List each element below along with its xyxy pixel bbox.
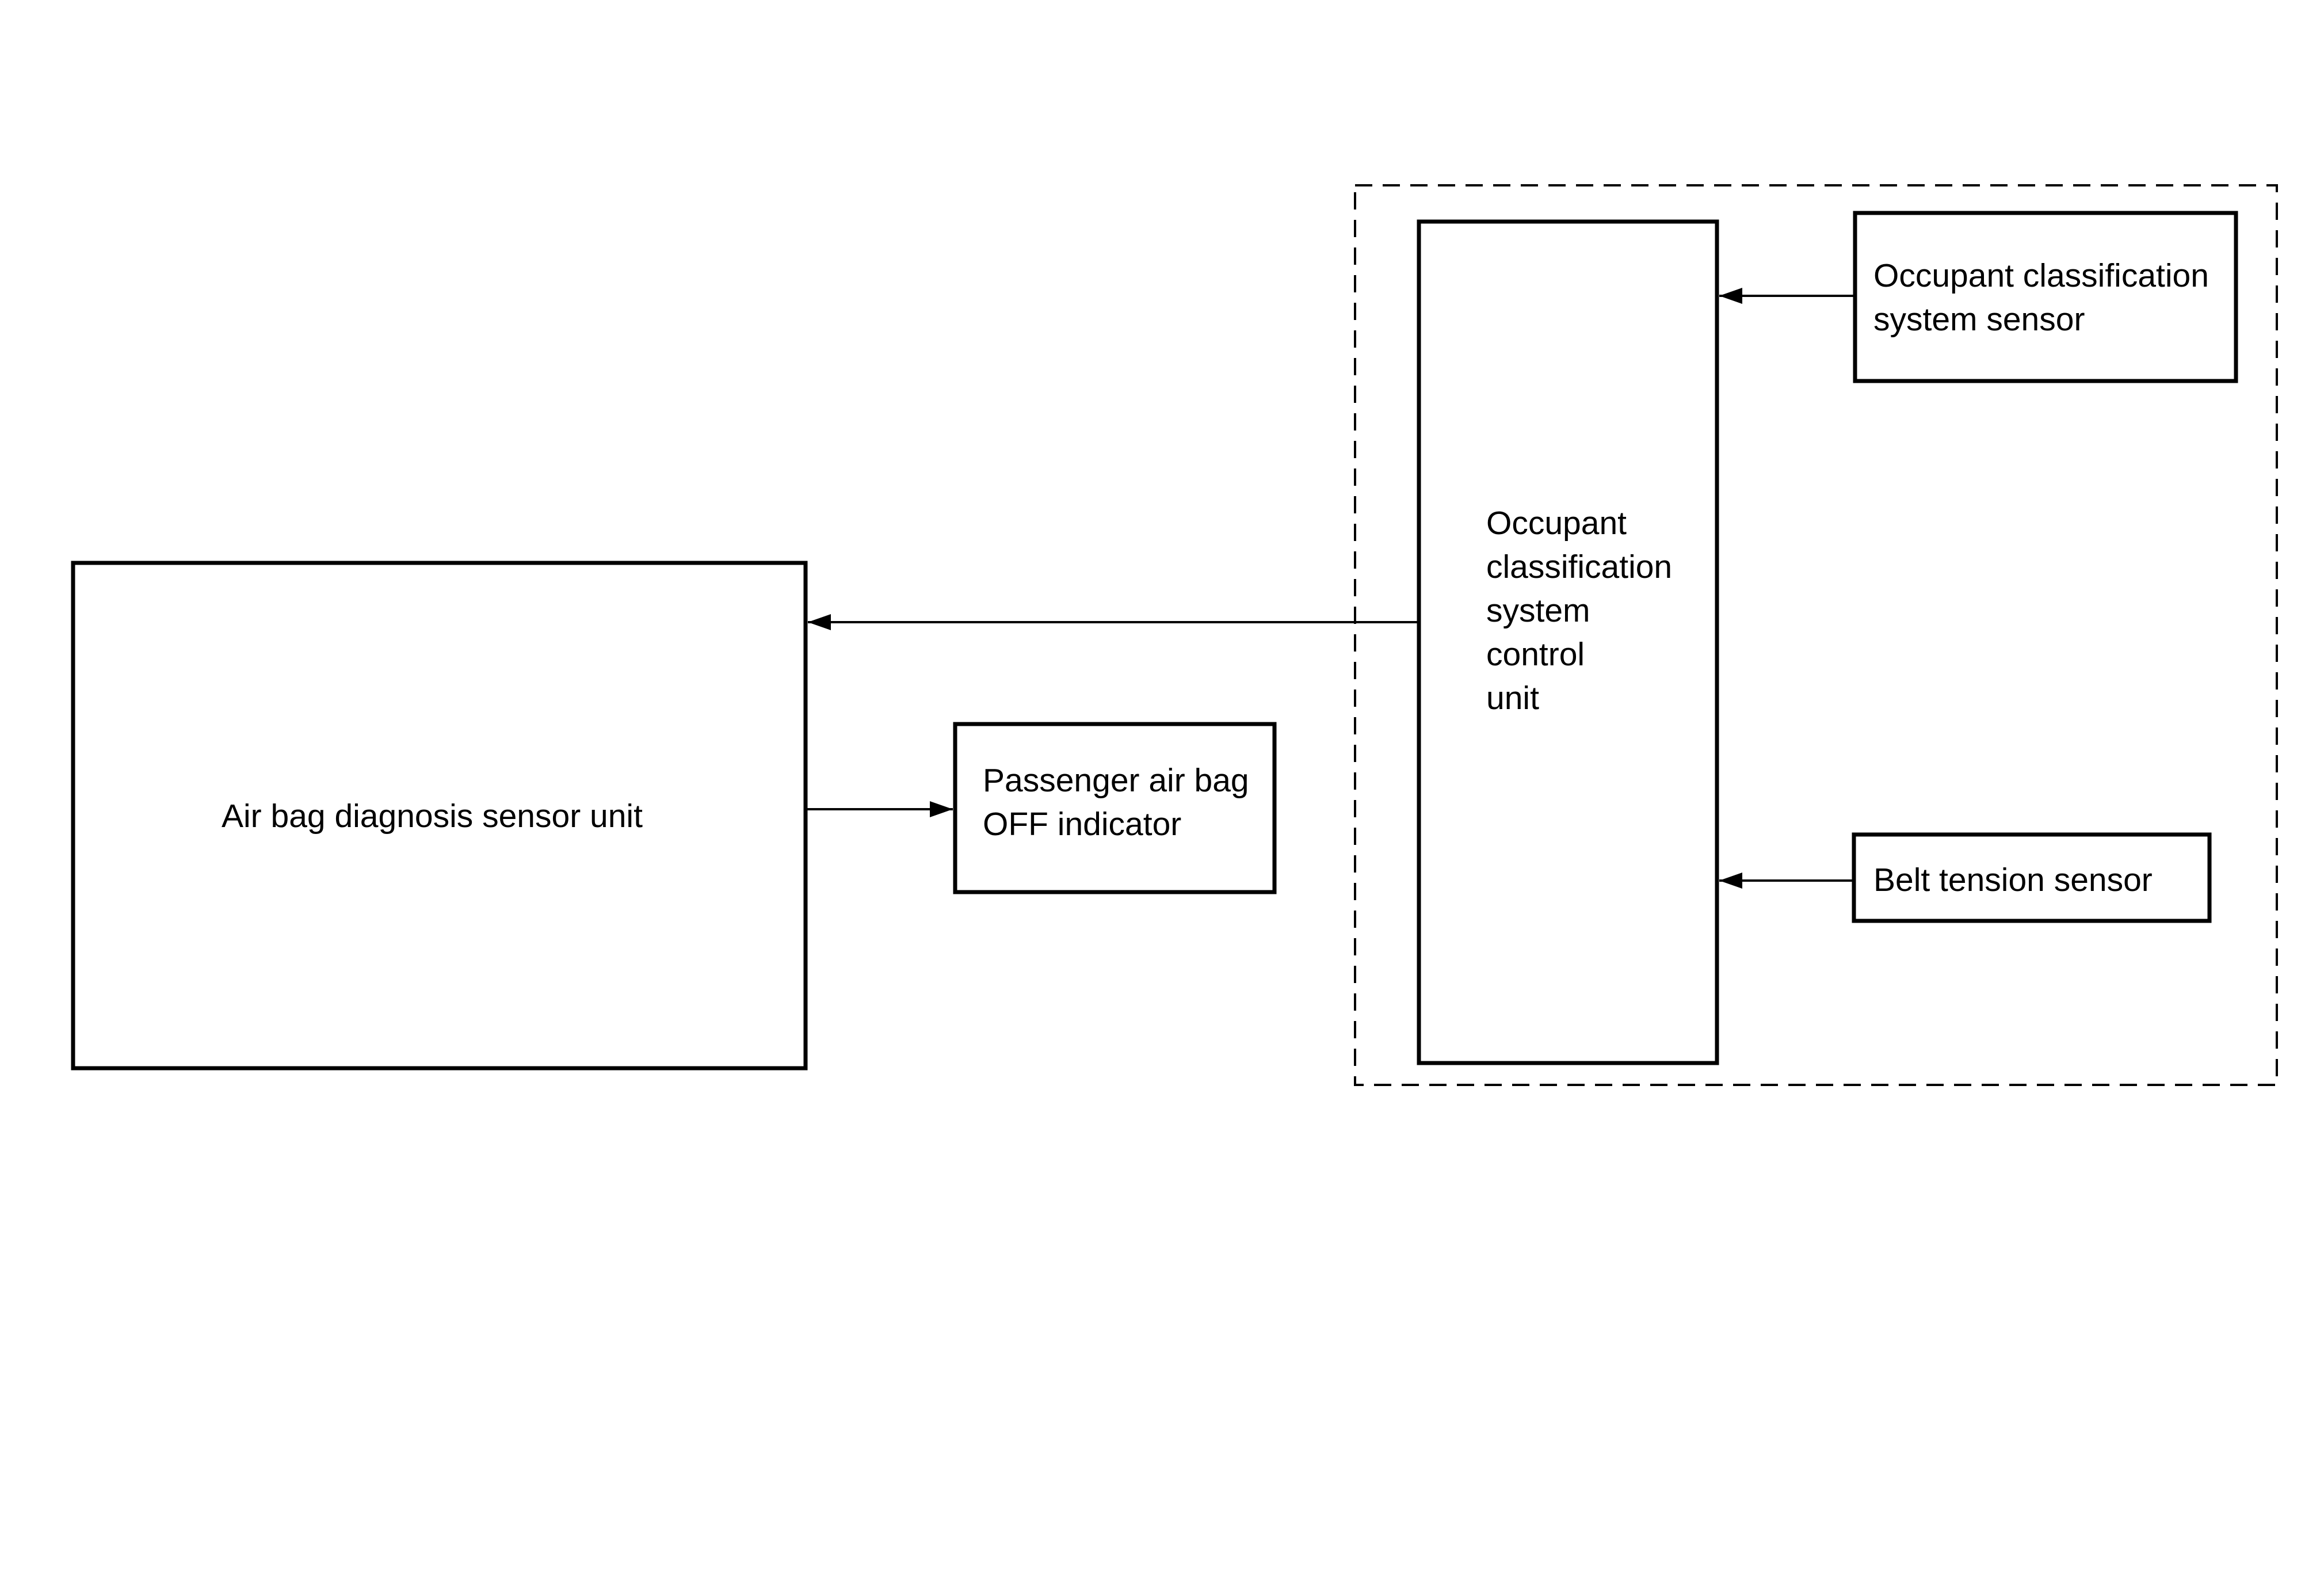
passenger-indicator-label-line-1: Passenger air bag	[983, 762, 1249, 799]
passenger-indicator-label-line-2: OFF indicator	[983, 806, 1181, 843]
air-bag-diagnosis-sensor-unit-box: Air bag diagnosis sensor unit	[71, 561, 808, 1071]
control-unit-label-line-2: classification	[1486, 548, 1672, 585]
control-unit-label-line-4: control	[1486, 636, 1585, 673]
control-unit-label-line-1: Occupant	[1486, 505, 1627, 542]
passenger-air-bag-off-indicator-box: Passenger air bag OFF indicator	[953, 722, 1277, 894]
belt-tension-sensor-box: Belt tension sensor	[1852, 832, 2212, 923]
belt-tension-sensor-label: Belt tension sensor	[1873, 862, 2153, 898]
occupant-sensor-label-line-1: Occupant classification	[1873, 257, 2209, 294]
occupant-sensor-label-line-2: system sensor	[1873, 301, 2085, 338]
air-bag-diagnosis-sensor-unit-label: Air bag diagnosis sensor unit	[222, 798, 643, 835]
control-unit-label-line-3: system	[1486, 592, 1590, 629]
occupant-classification-control-unit-box: Occupant classification system control u…	[1417, 219, 1719, 1065]
occupant-classification-system-sensor-box: Occupant classification system sensor	[1853, 211, 2238, 383]
occupant-classification-group-boundary	[1354, 184, 2278, 1086]
control-unit-label-line-5: unit	[1486, 680, 1539, 717]
